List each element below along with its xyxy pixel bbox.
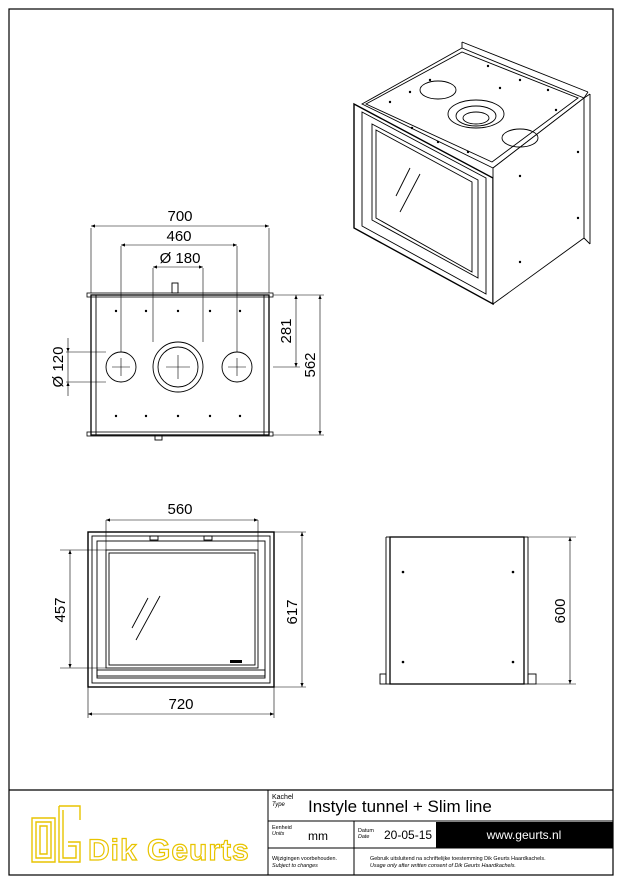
- title-block: [9, 789, 613, 875]
- dik-geurts-logo: Dik Geurts: [31, 805, 250, 868]
- dim-depth-half: 281: [278, 318, 295, 343]
- top-view: [66, 224, 324, 441]
- side-view: [379, 536, 576, 685]
- type-label-en: Type: [272, 802, 286, 808]
- website-link[interactable]: www.geurts.nl: [486, 828, 562, 842]
- changes-note-en: Subject to changes: [272, 863, 318, 869]
- units-label-en: Units: [272, 831, 285, 837]
- website-bar: [436, 822, 613, 848]
- dim-side-hole: Ø 120: [50, 347, 67, 388]
- dim-glass-height: 457: [52, 597, 69, 622]
- isometric-view: [353, 41, 591, 306]
- dim-glass-width: 560: [167, 501, 192, 518]
- top-hole-right: [501, 128, 539, 148]
- dg-logo-icon: [31, 805, 81, 863]
- date-value: 20-05-15: [384, 828, 432, 842]
- brand-name: Dik Geurts: [88, 834, 250, 867]
- type-label: Kachel: [272, 794, 294, 801]
- dim-center-hole: Ø 180: [160, 250, 201, 267]
- sheet-border: [8, 8, 614, 876]
- dim-front-width: 720: [168, 696, 193, 713]
- units-value: mm: [308, 829, 328, 843]
- date-label: Datum: [358, 828, 374, 834]
- dim-top-width: 700: [167, 208, 192, 225]
- dim-depth: 562: [302, 352, 319, 377]
- top-hole-center: [447, 99, 505, 129]
- dim-side-height: 600: [552, 598, 569, 623]
- dim-front-height: 617: [284, 599, 301, 624]
- glass-pane: [105, 549, 259, 669]
- consent-note-en: Usage only after written consent of Dik …: [370, 863, 516, 869]
- consent-note-nl: Gebruik uitsluitend na schriftelijke toe…: [370, 856, 546, 862]
- dim-holes-spacing: 460: [166, 228, 191, 245]
- center-hole: [152, 341, 204, 393]
- changes-note-nl: Wijzigingen voorbehouden.: [272, 856, 337, 862]
- date-label-en: Date: [358, 834, 369, 840]
- top-hole-left: [419, 80, 457, 100]
- type-value: Instyle tunnel + Slim line: [308, 797, 492, 816]
- units-label: Eenheid: [272, 825, 292, 831]
- front-view: [60, 518, 306, 718]
